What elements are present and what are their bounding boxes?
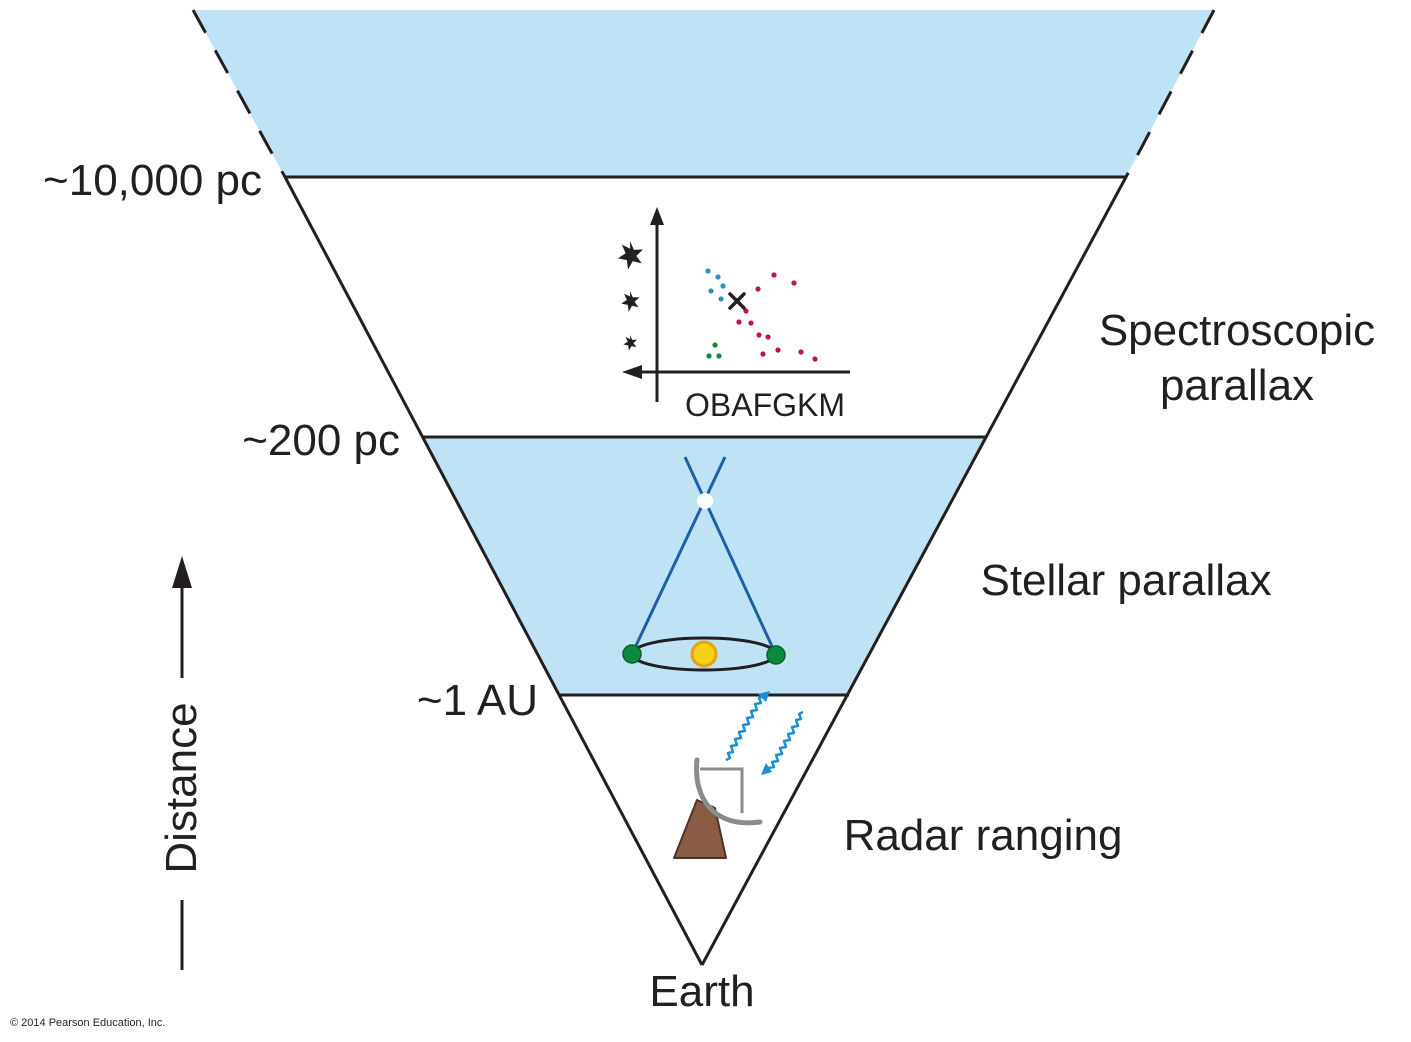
target-star-cross-icon — [728, 292, 746, 310]
bright-star-icon — [617, 241, 643, 270]
earth-position-right-icon — [766, 645, 786, 665]
copyright-notice: © 2014 Pearson Education, Inc. — [10, 1017, 165, 1029]
left-dashed-extension — [191, 9, 287, 178]
distance-axis-label: Distance — [157, 702, 206, 873]
parallax-sightline-left — [630, 456, 727, 655]
triangle-right-side — [700, 176, 1128, 966]
radar-feed-arm — [700, 767, 744, 813]
dot — [718, 296, 724, 302]
distance-axis-arrowhead — [172, 556, 192, 588]
label-earth: Earth — [649, 967, 754, 1016]
hr-x-arrowhead — [622, 365, 642, 379]
band-top — [193, 10, 1214, 177]
hr-dots-blue — [705, 268, 726, 302]
band-stellar-parallax — [423, 437, 987, 695]
dot — [791, 280, 797, 286]
label-radar-ranging: Radar ranging — [844, 811, 1123, 860]
medium-star-icon — [621, 291, 640, 312]
dot — [755, 286, 761, 292]
hr-diagram-icon: OBAFGKM — [617, 207, 850, 423]
dot — [743, 308, 749, 314]
dot — [798, 349, 804, 355]
hr-spectral-classes: OBAFGKM — [685, 387, 845, 423]
sun-icon — [690, 640, 718, 668]
hr-dots-green — [706, 342, 722, 359]
dot — [765, 334, 771, 340]
dot — [736, 319, 742, 325]
nearby-star-icon — [697, 493, 713, 509]
dot — [771, 272, 777, 278]
radar-dish-icon — [673, 691, 804, 859]
radar-return-arrowhead — [761, 763, 772, 775]
hr-y-arrowhead — [650, 207, 664, 225]
earth-position-left-icon — [622, 644, 642, 664]
radar-dish — [694, 757, 763, 826]
radar-outgoing-wave — [725, 694, 765, 762]
radar-mount — [673, 799, 727, 859]
dot — [775, 347, 781, 353]
dot — [760, 351, 766, 357]
label-spectroscopic: Spectroscopic — [1099, 306, 1375, 355]
dot — [812, 356, 818, 362]
dot — [706, 353, 712, 359]
label-spectroscopic-parallax: parallax — [1160, 361, 1314, 410]
radar-return-wave — [767, 710, 804, 770]
dot — [705, 268, 711, 274]
label-200pc: ~200 pc — [242, 416, 400, 465]
label-10000pc: ~10,000 pc — [43, 156, 262, 205]
label-1au: ~1 AU — [417, 676, 538, 725]
distance-axis: Distance — [157, 556, 206, 970]
triangle-left-side — [283, 176, 704, 966]
parallax-sightline-right — [683, 456, 778, 656]
dot — [715, 274, 721, 280]
dot — [716, 353, 722, 359]
dot — [720, 283, 726, 289]
label-stellar-parallax: Stellar parallax — [980, 556, 1271, 605]
right-dashed-extension — [1124, 9, 1216, 178]
dot — [756, 332, 762, 338]
dot — [708, 288, 714, 294]
parallax-icon — [622, 456, 786, 672]
small-star-icon — [623, 335, 638, 351]
hr-dots-red — [736, 272, 818, 362]
dot — [712, 342, 718, 348]
radar-outgoing-arrowhead — [758, 691, 770, 702]
dot — [748, 320, 754, 326]
